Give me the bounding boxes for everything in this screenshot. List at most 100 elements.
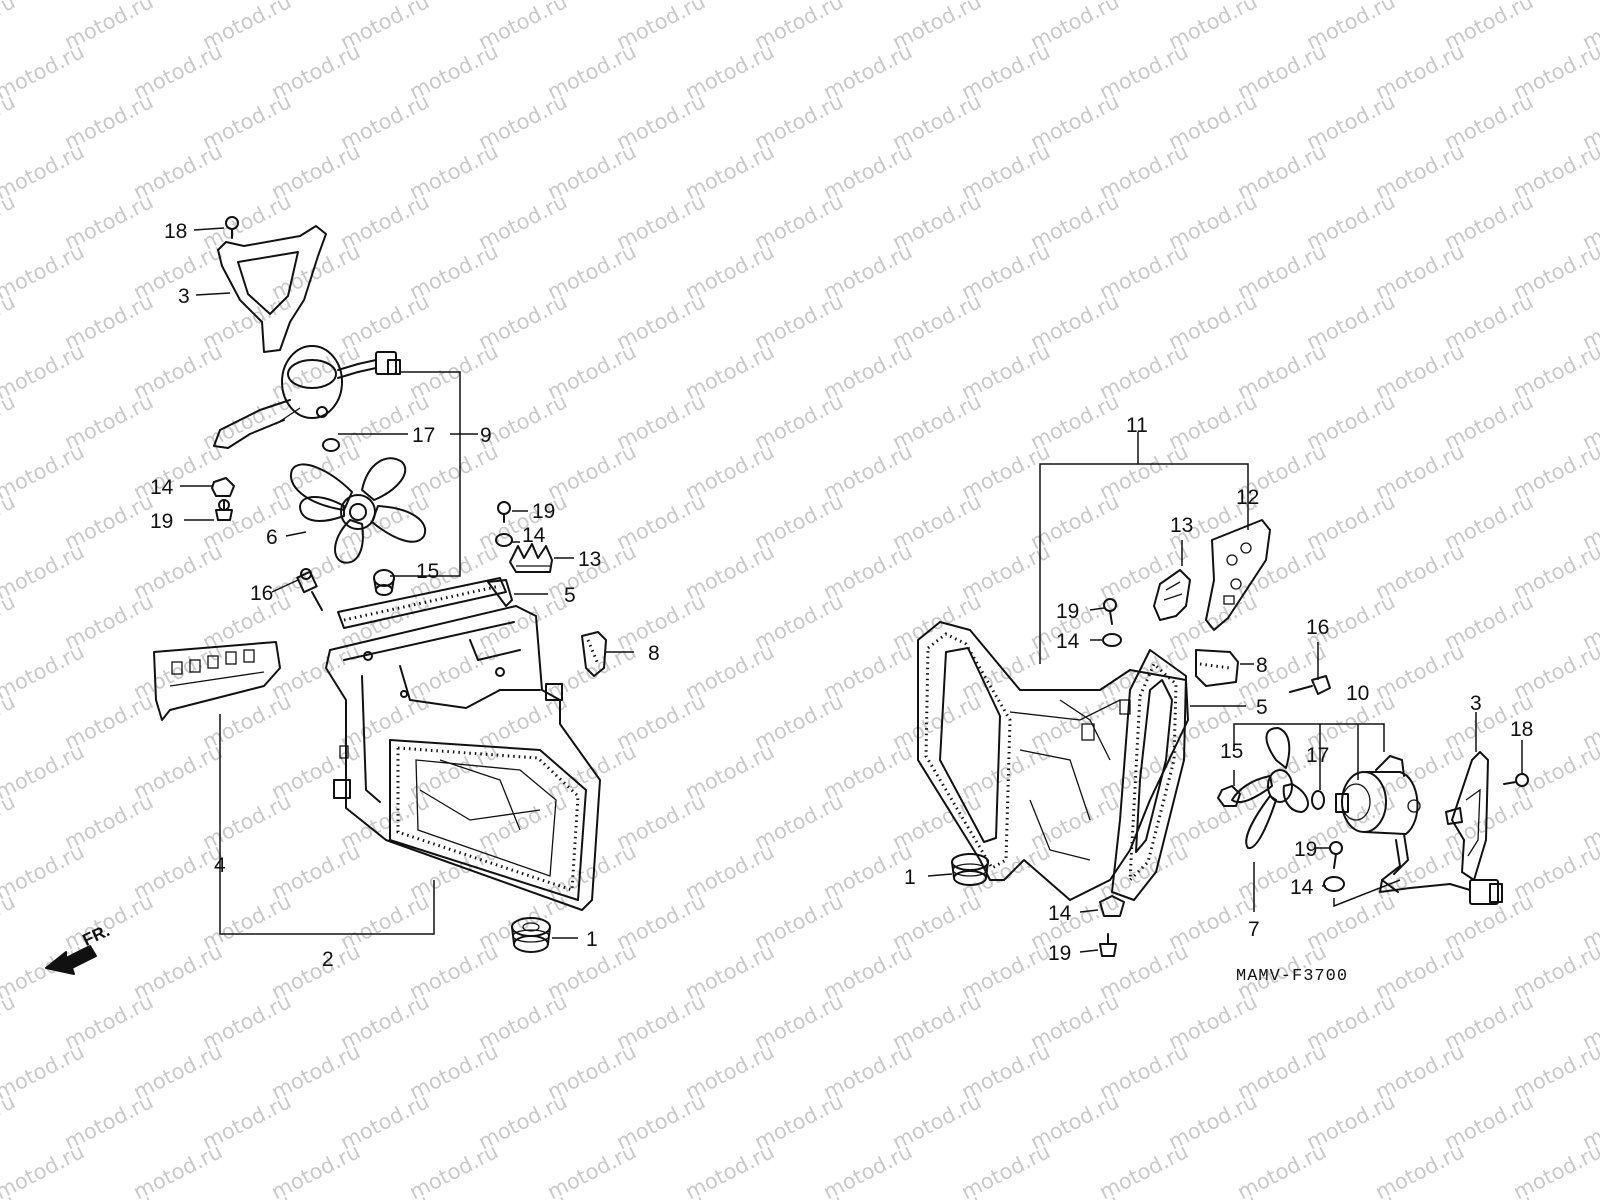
watermark-text: motod.ru [0, 739, 88, 804]
left-leader-lines [180, 227, 634, 939]
watermark-text: motod.ru [0, 639, 88, 704]
callout-16-left: 16 [250, 582, 273, 605]
watermark-text: motod.ru [1164, 1189, 1261, 1200]
callout-5-left: 5 [564, 584, 576, 607]
callout-labels: 18 3 17 9 14 19 6 19 14 13 16 15 5 8 4 2… [80, 220, 1534, 986]
part-19-bolt-right-mid [1329, 841, 1343, 869]
part-19-bolt [215, 499, 233, 521]
callout-18-right: 18 [1510, 718, 1533, 741]
callout-6: 6 [266, 526, 278, 549]
watermark-text: motod.ru [198, 1189, 295, 1200]
diagram-code: MAMV-F3700 [1236, 967, 1348, 986]
callout-10: 10 [1346, 682, 1369, 705]
watermark-text: motod.ru [60, 1189, 157, 1200]
part-1-grommet-left [511, 917, 551, 953]
callout-2: 2 [322, 948, 334, 971]
watermark-text: motod.ru [474, 1189, 571, 1200]
part-14-nut-right-top [1102, 633, 1122, 647]
watermark-text: motod.ru [0, 539, 88, 604]
watermark-text: motod.ru [0, 939, 88, 1004]
part-3-bracket-right [1445, 751, 1489, 881]
callout-14-right-c: 14 [1048, 902, 1072, 925]
watermark-text: motod.ru [612, 1189, 709, 1200]
callout-11: 11 [1126, 414, 1148, 437]
part-9-fan-motor [213, 345, 401, 449]
callout-14-left-a: 14 [150, 476, 174, 499]
callout-14-right-a: 14 [1056, 630, 1080, 653]
callout-19-left-a: 19 [150, 510, 173, 533]
right-leader-lines [927, 432, 1523, 953]
part-6-fan-blade [289, 457, 427, 564]
part-3-fan-bracket [217, 225, 327, 353]
callout-15-left: 15 [416, 560, 439, 583]
watermark-text: motod.ru [0, 839, 88, 904]
part-4-connector-holder [153, 641, 281, 721]
right-assembly [917, 432, 1529, 957]
watermark-text: motod.ru [0, 1089, 19, 1154]
part-14-nut [211, 477, 235, 497]
front-direction-arrow [45, 945, 97, 975]
watermark-text: motod.ru [0, 689, 19, 754]
watermark-text: motod.ru [1026, 1189, 1123, 1200]
watermark-text: motod.ru [0, 89, 19, 154]
watermark-text: motod.ru [0, 889, 19, 954]
watermark-text: motod.ru [0, 139, 88, 204]
callout-17-left: 17 [412, 424, 435, 447]
callout-19-right-b: 19 [1294, 838, 1317, 861]
part-8-cushion [581, 631, 607, 677]
part-10-fan-motor [1335, 755, 1503, 905]
part-5-seal-right [1111, 649, 1187, 901]
callout-15-right: 15 [1220, 740, 1243, 763]
callout-19-left-b: 19 [532, 500, 555, 523]
watermark-text: motod.ru [0, 239, 88, 304]
watermark-text: motod.ru [750, 1189, 847, 1200]
watermark-text: motod.ru [0, 1189, 19, 1200]
callout-3-left: 3 [178, 285, 190, 308]
callout-8-left: 8 [648, 642, 660, 665]
part-11-air-guide [917, 621, 1189, 901]
part-8-cushion-right [1195, 649, 1239, 687]
callout-8-right: 8 [1256, 654, 1268, 677]
watermark-text: motod.ru [0, 1039, 88, 1104]
watermark-text: motod.ru [0, 789, 19, 854]
watermark-text: motod.ru [1302, 1189, 1399, 1200]
watermark-text: motod.ru [0, 389, 19, 454]
part-19-bolt-right-bottom [1099, 933, 1117, 957]
part-14-nut-right-mid [1323, 876, 1345, 892]
callout-4: 4 [214, 854, 226, 877]
watermark-text: motod.ru [0, 339, 88, 404]
watermark-text: motod.ru [0, 39, 88, 104]
callout-13-left: 13 [578, 548, 601, 571]
part-17-washer [322, 438, 340, 452]
callout-14-left-b: 14 [522, 524, 546, 547]
part-1-grommet-right [951, 853, 989, 886]
left-assembly [45, 216, 634, 975]
part-16-thermo-switch [296, 568, 323, 611]
callout-19-right-a: 19 [1056, 600, 1079, 623]
callout-1-right: 1 [904, 866, 916, 889]
part-15-collar [373, 569, 395, 596]
callout-5-right: 5 [1256, 696, 1268, 719]
watermark-text: motod.ru [0, 439, 88, 504]
part-5-seal [337, 577, 513, 629]
callout-7: 7 [1248, 918, 1260, 941]
callout-14-right-b: 14 [1290, 876, 1314, 899]
callout-3-right: 3 [1470, 692, 1482, 715]
watermark-text: motod.ru [0, 0, 19, 54]
part-19-bolt-right-top [1103, 598, 1117, 625]
part-12-bracket [1205, 519, 1271, 631]
part-2-shroud [325, 605, 601, 911]
part-15-nut-right [1217, 785, 1241, 807]
callout-12: 12 [1236, 486, 1259, 509]
watermark-text: motod.ru [888, 1189, 985, 1200]
watermark-text: motod.ru [0, 589, 19, 654]
watermark-text: motod.ru [1440, 1189, 1537, 1200]
watermark-text: motod.ru [0, 489, 19, 554]
watermark-text: motod.ru [0, 1139, 88, 1200]
callout-18-left: 18 [164, 220, 187, 243]
callout-17-right: 17 [1306, 744, 1329, 767]
part-13-clip [509, 543, 553, 573]
watermark-text: motod.ru [1578, 1189, 1600, 1200]
